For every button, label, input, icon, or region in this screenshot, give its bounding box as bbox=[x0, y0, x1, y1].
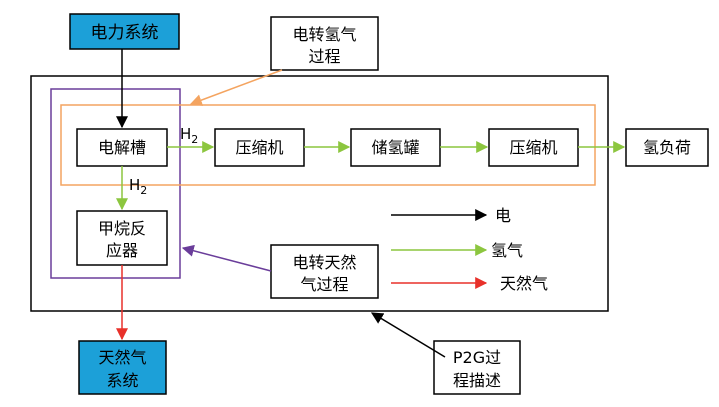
hydrogen-load-label: 氢负荷 bbox=[643, 138, 691, 157]
compressor-2-box bbox=[488, 128, 579, 167]
electrolyzer-box bbox=[76, 128, 168, 167]
hydrogen-load-box bbox=[625, 128, 709, 167]
h2-label-down: H2 bbox=[129, 176, 147, 197]
gas-system-box bbox=[78, 340, 167, 395]
p2ng-process-label-line1: 电转天然 bbox=[292, 253, 356, 272]
p2ng-boundary bbox=[50, 88, 181, 279]
legend-hydrogen-label: 氢气 bbox=[491, 241, 523, 260]
methane-reactor-box bbox=[76, 210, 168, 266]
legend-natural-gas-label: 天然气 bbox=[500, 274, 548, 293]
p2h-boundary bbox=[60, 104, 596, 186]
power-system-label: 电力系统 bbox=[91, 23, 159, 43]
pointer-p2ng-to-boundary bbox=[181, 244, 272, 272]
legend-electricity-label: 电 bbox=[495, 206, 511, 225]
p2g-description-label-line2: 程描述 bbox=[453, 371, 501, 390]
pointer-p2g-to-boundary bbox=[370, 312, 446, 358]
compressor-1-box bbox=[214, 128, 305, 167]
compressor-1-label: 压缩机 bbox=[235, 138, 283, 157]
h2-label-main: H2 bbox=[180, 125, 198, 146]
p2g-description-box bbox=[433, 340, 521, 395]
pointer-p2h-to-boundary bbox=[189, 69, 283, 106]
gas-system-label-line1: 天然气 bbox=[98, 348, 146, 367]
p2ng-process-box bbox=[270, 244, 379, 299]
compressor-2-label: 压缩机 bbox=[509, 138, 557, 157]
p2h-process-label-line1: 电转氢气 bbox=[292, 25, 356, 44]
hydrogen-tank-label: 储氢罐 bbox=[371, 138, 419, 157]
p2h-process-label-line2: 过程 bbox=[308, 47, 340, 66]
methane-reactor-label-line2: 应器 bbox=[106, 241, 138, 260]
power-system-box bbox=[69, 13, 180, 50]
electrolyzer-label: 电解槽 bbox=[98, 138, 146, 157]
gas-system-label-line2: 系统 bbox=[106, 371, 138, 390]
p2g-description-label-line1: P2G过 bbox=[453, 348, 501, 367]
p2g-outer-boundary bbox=[30, 75, 609, 312]
methane-reactor-label-line1: 甲烷反 bbox=[98, 219, 146, 238]
p2ng-process-label-line2: 气过程 bbox=[300, 275, 348, 294]
p2h-process-box bbox=[270, 16, 379, 71]
